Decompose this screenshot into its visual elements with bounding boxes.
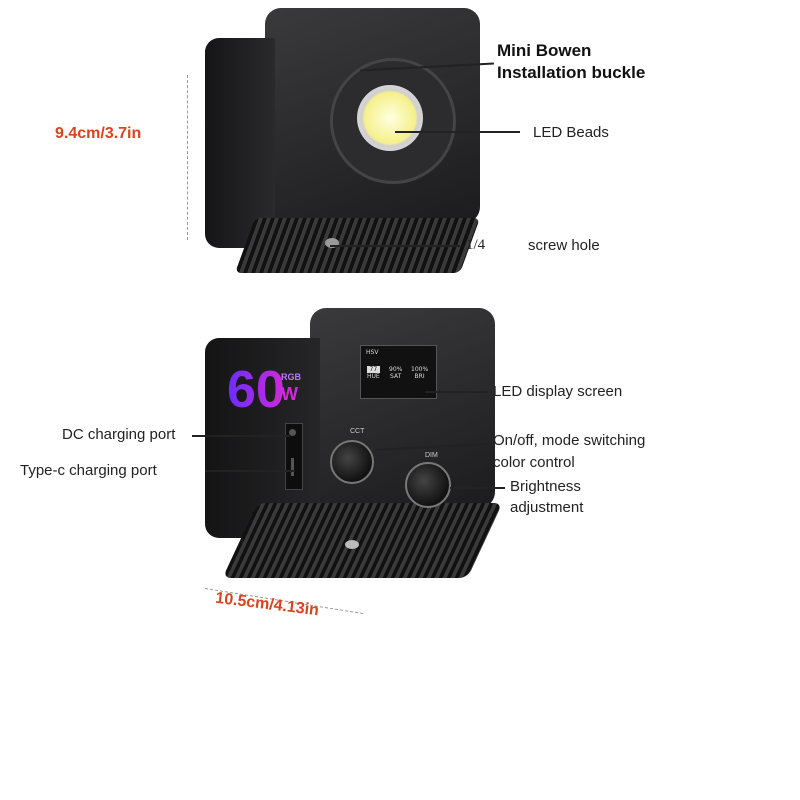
- hue-value: 77: [367, 366, 380, 373]
- screen-mode: HSV: [366, 349, 379, 356]
- rgb-badge: RGB: [281, 372, 301, 382]
- onoff-label-1: On/off, mode switching: [493, 432, 646, 449]
- sat-value: 90%: [389, 366, 403, 373]
- knob2-label: DIM: [425, 452, 438, 459]
- power-unit: W: [281, 384, 298, 404]
- typec-port-label: Type-c charging port: [20, 462, 157, 479]
- dc-port-label: DC charging port: [62, 426, 176, 443]
- height-dimension: 9.4cm/3.7in: [55, 125, 142, 142]
- bowen-label-1: Mini Bowen: [497, 41, 592, 60]
- brightness-label-2: adjustment: [510, 499, 584, 516]
- bri-label: BRI: [414, 373, 425, 380]
- led-leader: [395, 131, 520, 133]
- display-label: LED display screen: [493, 383, 623, 400]
- bri-value: 100%: [411, 366, 429, 373]
- screw-hole-icon: [345, 540, 359, 549]
- dc-port-icon: [289, 429, 296, 436]
- onoff-label-2: color control: [493, 454, 575, 471]
- led-beads-label: LED Beads: [533, 124, 609, 141]
- side-face: [205, 38, 275, 248]
- bri-readout: 100%BRI: [411, 366, 428, 380]
- brightness-leader: [450, 487, 505, 489]
- dc-leader: [192, 435, 290, 437]
- brightness-knob[interactable]: [405, 462, 451, 508]
- sat-readout: 90%SAT: [389, 366, 402, 380]
- bowen-label-2: Installation buckle: [497, 63, 646, 82]
- brightness-label-1: Brightness: [510, 478, 581, 495]
- led-beads-icon: [357, 85, 423, 151]
- sat-label: SAT: [390, 373, 402, 380]
- hue-label: HUE: [367, 373, 380, 380]
- screw-hole-label: screw hole: [528, 237, 600, 254]
- typec-leader: [205, 470, 295, 472]
- height-dimension-line: [187, 75, 188, 240]
- screw-hole-icon: [325, 238, 339, 248]
- screw-fraction: 1/4: [466, 237, 486, 253]
- cct-knob[interactable]: [330, 440, 374, 484]
- port-panel: [285, 423, 303, 490]
- display-leader: [425, 391, 488, 393]
- top-light-view: [205, 8, 481, 280]
- typec-port-icon: [291, 458, 294, 476]
- power-value: 60: [227, 361, 285, 419]
- screw-leader: [330, 245, 460, 247]
- power-rating: 60: [227, 360, 285, 420]
- bottom-vents: [222, 503, 503, 578]
- width-dimension: 10.5cm/4.13in: [214, 589, 320, 620]
- knob1-label: CCT: [350, 428, 365, 435]
- bottom-light-view: 60 RGB W: [205, 308, 503, 588]
